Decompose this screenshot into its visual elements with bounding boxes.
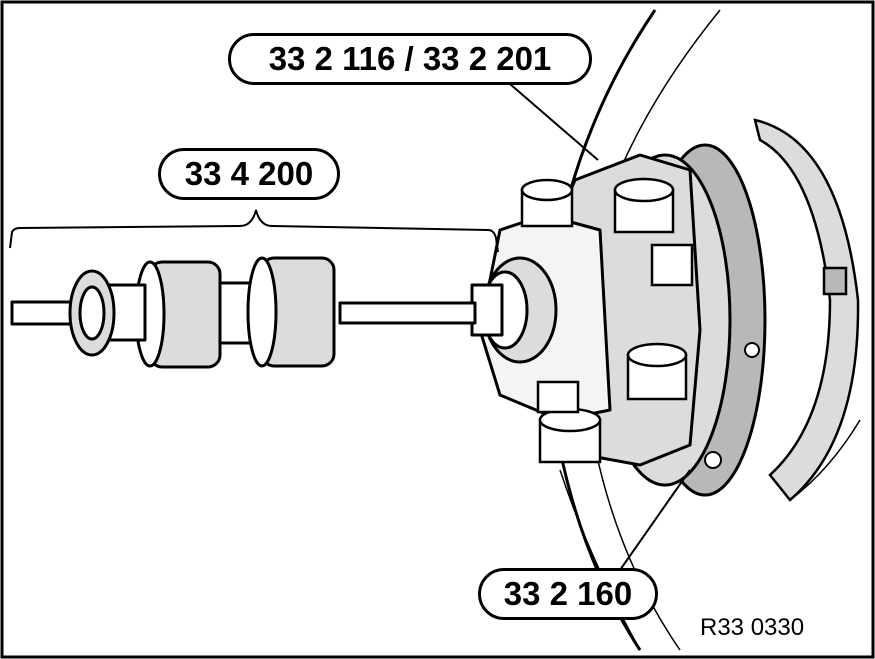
figure-reference: R33 0330 — [700, 614, 805, 641]
bolt-mid-right — [650, 243, 694, 287]
bolt-bottom-left — [538, 407, 602, 464]
brake-shield — [753, 118, 861, 502]
bolt-top-right — [613, 177, 675, 234]
bolt-lower-left — [536, 380, 580, 414]
bolt-top-left — [520, 178, 574, 228]
slide-hammer — [10, 256, 477, 369]
puller-bolts — [520, 177, 694, 464]
label-slide-hammer: 33 4 200 — [158, 148, 340, 200]
leader-puller — [509, 83, 599, 161]
label-hub-adapter: 33 2 160 — [478, 568, 658, 620]
bolt-low-right — [626, 342, 688, 401]
label-puller-tool: 33 2 116 / 33 2 201 — [228, 33, 592, 85]
hammer-brace — [9, 209, 499, 253]
leader-hub-adapter — [619, 469, 691, 571]
